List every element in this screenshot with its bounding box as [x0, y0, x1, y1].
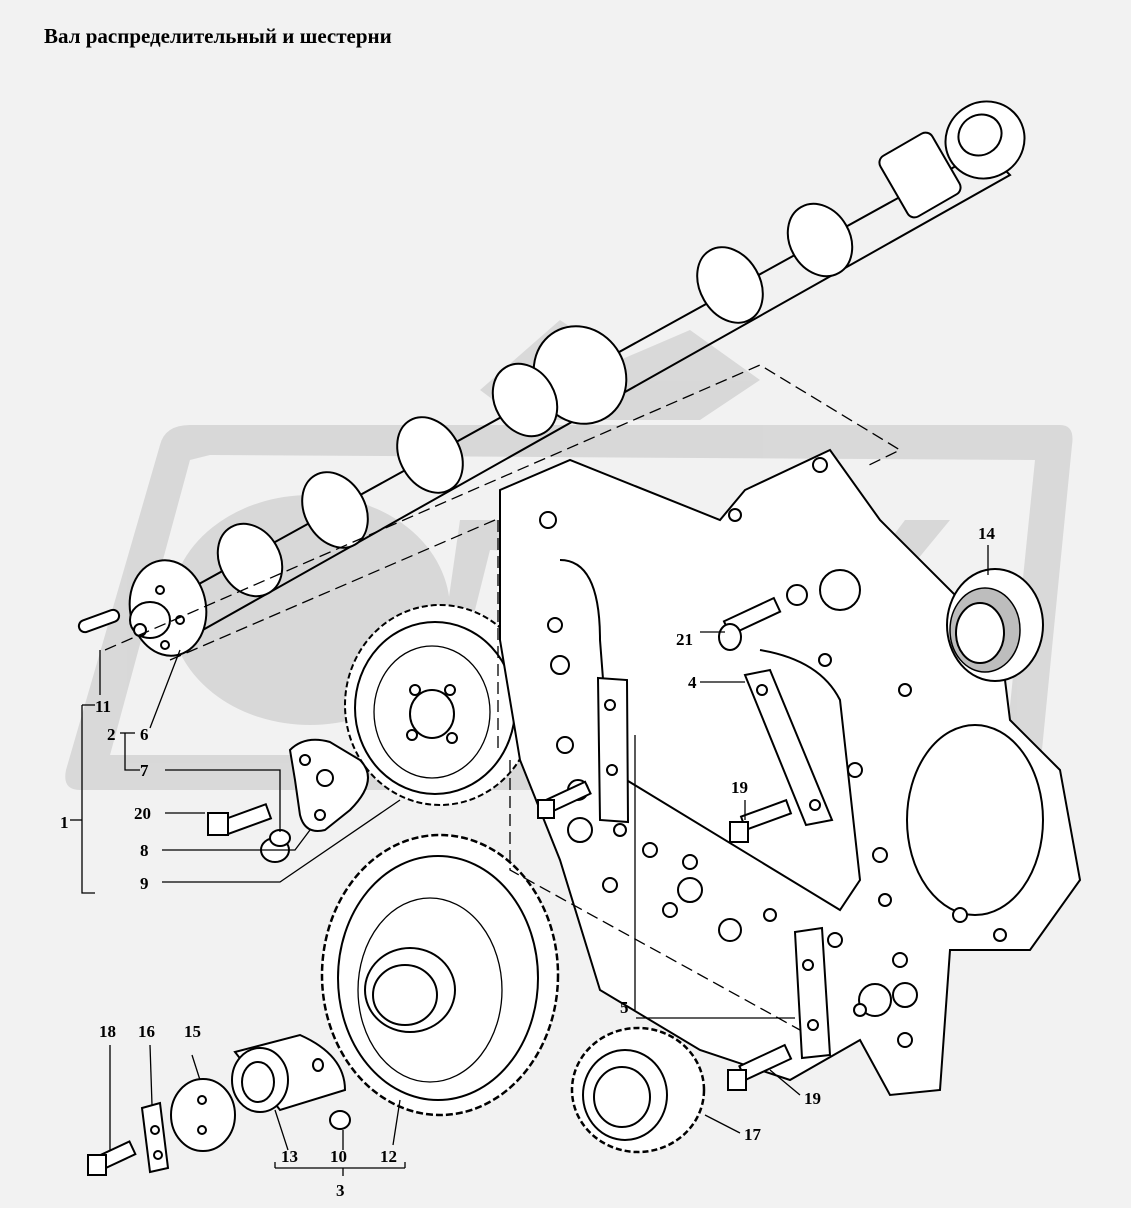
pin-11	[77, 608, 121, 634]
bolt-19-lower	[727, 1043, 793, 1091]
callout-9: 9	[140, 874, 149, 893]
callout-4: 4	[688, 673, 697, 692]
crankshaft-gear	[570, 1026, 706, 1154]
callout-20: 20	[134, 804, 151, 823]
callout-13: 13	[281, 1147, 298, 1166]
camshaft-gear	[344, 604, 536, 806]
callout-11: 11	[95, 697, 111, 716]
page-title: Вал распределительный и шестерни	[44, 24, 392, 48]
callout-19-upper: 19	[731, 778, 748, 797]
camshaft	[128, 100, 1026, 657]
leader-lines	[70, 545, 989, 1176]
callout-labels: 1 2 3 4 5 6 7 8 9 10 11 12 13 14 15 16 1…	[60, 524, 996, 1200]
callout-3: 3	[336, 1181, 345, 1200]
callout-16: 16	[138, 1022, 155, 1041]
lock-plate-16	[140, 1101, 170, 1174]
oil-seal	[946, 568, 1044, 682]
bolt-18	[87, 1140, 137, 1176]
callout-6: 6	[140, 725, 149, 744]
callout-2: 2	[107, 725, 116, 744]
spacer-13	[231, 1033, 347, 1113]
assembly-axis-lines	[104, 364, 902, 1031]
thrust-flange-8	[288, 738, 369, 832]
washer-7	[260, 829, 291, 863]
bolt-plate-center	[537, 780, 592, 819]
callout-10: 10	[330, 1147, 347, 1166]
washer-15	[170, 1078, 236, 1152]
bolt-20	[207, 802, 273, 837]
callout-19-lower: 19	[804, 1089, 821, 1108]
bolt-21	[718, 596, 782, 651]
bolt-19-upper	[729, 798, 793, 843]
callout-21: 21	[676, 630, 693, 649]
callout-12: 12	[380, 1147, 397, 1166]
callout-7: 7	[140, 761, 149, 780]
callout-15: 15	[184, 1022, 201, 1041]
callout-1: 1	[60, 813, 69, 832]
callout-18: 18	[99, 1022, 116, 1041]
locking-plates	[596, 668, 834, 1060]
callout-14: 14	[978, 524, 996, 543]
intermediate-gear	[320, 833, 560, 1117]
callout-17: 17	[744, 1125, 762, 1144]
callout-8: 8	[140, 841, 149, 860]
pin-10	[329, 1110, 351, 1130]
callout-5: 5	[620, 998, 629, 1017]
